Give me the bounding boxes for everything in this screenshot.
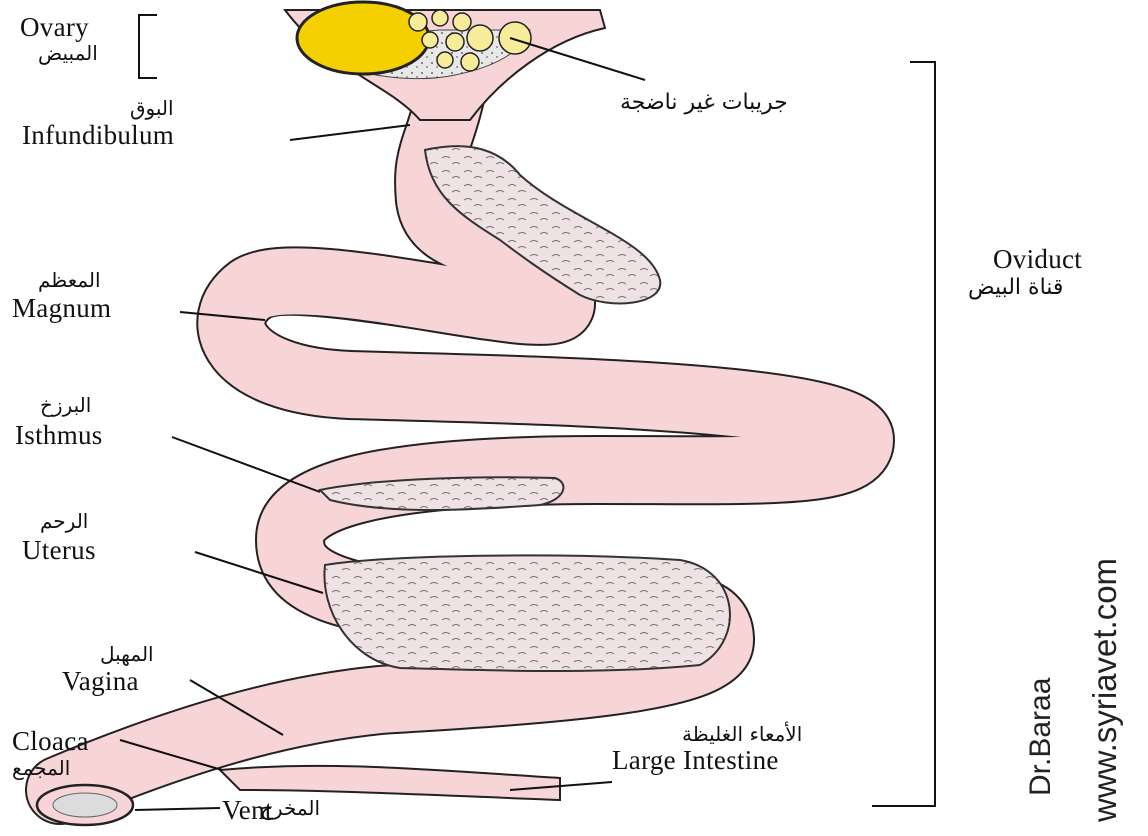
infundibulum-label: Infundibulum [22,120,174,151]
vagina-label-ar: المهبل [100,642,154,666]
isthmus-label: Isthmus [15,420,103,451]
uterus-label: Uterus [22,535,96,566]
ovary-bracket [139,15,157,78]
isthmus-label-ar: البرزخ [40,393,91,417]
magnum-label: Magnum [12,293,111,324]
magnum-label-ar: المعظم [38,268,101,292]
vagina-label: Vagina [62,666,139,697]
large-intestine-label: Large Intestine [612,745,779,776]
ovary-label: Ovary [20,12,89,43]
egg-mass-uterus [324,555,729,671]
follicles-label-ar: جريبات غير ناضجة [620,90,788,115]
ovary-yolk [297,2,429,74]
uterus-label-ar: الرحم [40,509,88,533]
cloaca-label-ar: المجمع [12,756,70,780]
site-credit: www.syriavet.com [1086,558,1124,822]
infundibulum-label-ar: البوق [130,96,174,120]
vent-lumen [53,793,117,817]
oviduct-label-ar: قناة البيض [968,275,1063,300]
author-credit: Dr.Baraa [1024,678,1058,796]
cloaca-label: Cloaca [12,726,89,757]
ovary-label-ar: المبيض [38,41,98,65]
oviduct-label: Oviduct [993,244,1082,275]
large-intestine-label-ar: الأمعاء الغليظة [682,722,802,746]
vent-label: Vent [222,795,273,826]
